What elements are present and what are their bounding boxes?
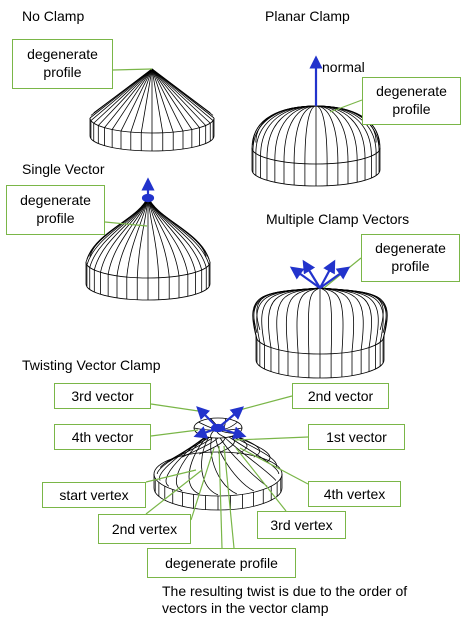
title-multiple-clamp-vectors: Multiple Clamp Vectors (266, 211, 410, 227)
leader-line (190, 447, 215, 521)
profile-curve (147, 196, 170, 278)
profile-curve (315, 105, 328, 164)
single-vector-base (141, 193, 155, 203)
title-planar-clamp: Planar Clamp (265, 8, 350, 24)
multi-vector-4 (319, 266, 351, 289)
leader-line (223, 445, 235, 549)
profile-curve (111, 68, 153, 130)
profile-curve (151, 68, 211, 114)
profile-curve (104, 68, 153, 128)
leader-line (145, 469, 197, 483)
leader-line (329, 99, 363, 113)
profile-curve (285, 287, 321, 352)
profile-curve (319, 287, 333, 354)
profile-curve (315, 105, 377, 143)
leader-line (235, 447, 287, 512)
profile-curve (151, 68, 164, 133)
callout-third-vector: 3rd vector (54, 383, 151, 409)
profile-curve (251, 105, 317, 149)
callout-second-vector: 2nd vector (292, 383, 389, 409)
callout-second-vertex: 2nd vertex (98, 514, 191, 544)
profile-curve (151, 68, 211, 124)
profile-curve (151, 68, 200, 128)
profile-curve (151, 68, 206, 126)
profile-curve (151, 68, 214, 121)
callout-start-vertex: start vertex (42, 482, 146, 508)
profile-curve (116, 196, 149, 276)
profile-curve (147, 196, 211, 263)
callout-line: profile (43, 64, 82, 80)
profile-curve (147, 196, 207, 257)
multi-vector-2 (302, 259, 321, 289)
profile-curve (140, 68, 153, 133)
profile-curve (307, 287, 321, 354)
callout-degenerate-profile: degenerate profile (147, 548, 296, 578)
profile-curve (256, 287, 321, 330)
leader-line (239, 447, 309, 485)
leader-line (150, 403, 206, 413)
callout-fourth-vector: 4th vector (54, 424, 151, 450)
twist-vector-base (210, 423, 226, 433)
callout-planar-profile: degenerate profile (362, 77, 461, 125)
callout-line: degenerate (375, 240, 446, 256)
callout-single-profile: degenerate profile (6, 185, 105, 235)
profile-curve (151, 68, 193, 130)
caption-line: vectors in the vector clamp (162, 600, 329, 616)
callout-first-vector: 1st vector (308, 424, 405, 450)
profile-curve (93, 68, 153, 124)
leader-line (150, 429, 199, 437)
profile-curve (151, 68, 174, 133)
callout-fourth-vertex: 4th vertex (308, 481, 401, 507)
profile-curve (90, 68, 153, 121)
leader-line (112, 68, 153, 71)
callout-line: profile (391, 258, 430, 274)
title-no-clamp: No Clamp (22, 8, 85, 24)
mesh-single-vector (85, 196, 211, 301)
multi-vector-1 (289, 266, 321, 289)
profile-curve (120, 68, 153, 132)
callout-line: profile (392, 101, 431, 117)
leader-line (145, 469, 203, 515)
callout-line: degenerate (20, 192, 91, 208)
caption-line: The resulting twist is due to the order … (162, 583, 408, 599)
profile-curve (151, 68, 184, 132)
profile-curve (136, 196, 149, 278)
profile-curve (304, 105, 317, 164)
leader-line (218, 445, 223, 549)
mesh-planar-clamp (251, 105, 381, 187)
callout-line: degenerate (27, 46, 98, 62)
profile-curve (296, 287, 321, 353)
profile-curve (130, 68, 153, 133)
mesh-multiple-clamp (252, 287, 388, 379)
profile-curve (276, 287, 321, 350)
title-twisting-vector-clamp: Twisting Vector Clamp (22, 357, 161, 373)
title-single-vector: Single Vector (22, 161, 105, 177)
profile-curve (293, 105, 317, 164)
profile-curve (107, 196, 149, 275)
callout-line: profile (36, 210, 75, 226)
profile-curve (89, 68, 153, 119)
profile-curve (147, 196, 210, 265)
multi-vector-3 (319, 259, 336, 289)
leader-line (234, 436, 309, 441)
callout-no-clamp-profile: degenerate profile (12, 39, 113, 89)
normal-label: normal (322, 59, 365, 75)
callout-line: degenerate (376, 83, 447, 99)
profile-curve (126, 196, 149, 278)
caption: The resulting twist is due to the order … (162, 583, 407, 617)
callout-third-vertex: 3rd vertex (257, 511, 346, 539)
profile-curve (147, 196, 180, 276)
leader-line (104, 221, 148, 227)
profile-curve (98, 68, 153, 126)
profile-curve (147, 196, 189, 275)
mesh-no-clamp (89, 68, 215, 152)
profile-curve (255, 105, 317, 154)
profile-curve (319, 287, 384, 330)
callout-multiple-profile: degenerate profile (361, 234, 460, 282)
profile-curve (147, 196, 160, 278)
